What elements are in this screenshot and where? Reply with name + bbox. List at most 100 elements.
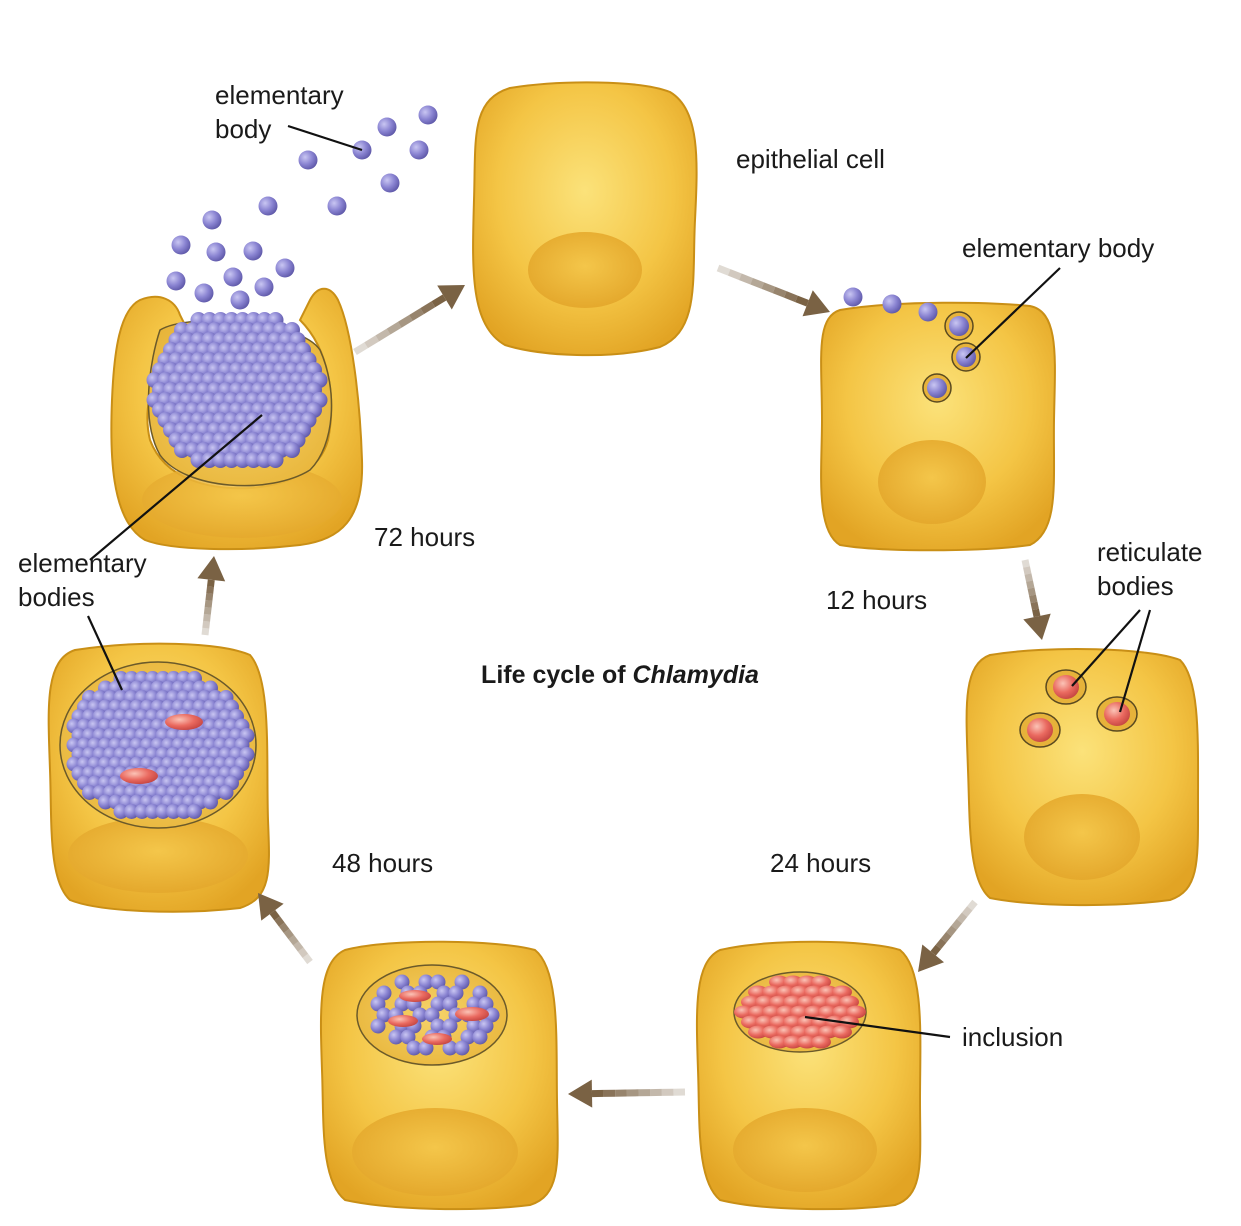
- arrow-head: [258, 893, 284, 921]
- arrow-shaft: [274, 916, 285, 927]
- elementary-body: [275, 258, 295, 278]
- elementary-body: [212, 452, 229, 468]
- arrow-to-packed: [258, 893, 313, 965]
- arrow-shaft: [420, 301, 436, 315]
- reticulate-body: [388, 1015, 418, 1027]
- reticulate-body: [804, 985, 824, 999]
- reticulate-body: [797, 1035, 817, 1049]
- arrow-head: [437, 285, 465, 310]
- reticulate-body: [755, 995, 775, 1009]
- reticulate-body: [748, 985, 768, 999]
- elementary-body: [258, 196, 278, 216]
- reticulate-body: [741, 1015, 761, 1029]
- arrow-to-24h: [1021, 559, 1051, 640]
- reticulate-body: [399, 990, 431, 1002]
- elementary-body: [166, 804, 181, 819]
- arrow-shaft: [203, 613, 211, 622]
- elementary-body: [430, 996, 446, 1012]
- reticulate-body: [783, 975, 803, 989]
- label-reticulate-bodies-2: bodies: [1097, 571, 1174, 601]
- bodies-layer: [66, 105, 1138, 1056]
- elementary-body: [194, 283, 214, 303]
- leader-elementary-body-right: [965, 267, 1061, 359]
- elementary-body: [98, 794, 113, 810]
- nucleus: [528, 232, 642, 308]
- arrow-head: [1023, 613, 1051, 640]
- label-elementary-body-top-1: elementary: [215, 80, 344, 110]
- elementary-body: [327, 196, 347, 216]
- elementary-body: [254, 277, 274, 297]
- arrow-shaft: [961, 906, 973, 918]
- reticulate-body: [825, 995, 845, 1009]
- reticulate-body: [755, 1015, 775, 1029]
- elementary-body: [436, 985, 452, 1001]
- elementary-body: [377, 117, 397, 137]
- elementary-body: [448, 985, 464, 1001]
- title-organism: Chlamydia: [633, 661, 760, 689]
- elementary-body: [478, 996, 494, 1012]
- elementary-body: [430, 974, 446, 990]
- elementary-body: [124, 804, 139, 819]
- arrow-shaft: [967, 899, 978, 911]
- elementary-body: [176, 804, 192, 819]
- arrow-shaft: [207, 579, 215, 588]
- nucleus: [68, 817, 248, 893]
- elementary-body: [174, 442, 190, 458]
- label-reticulate-bodies-1: reticulate: [1097, 537, 1203, 567]
- arrow-shaft: [269, 910, 280, 921]
- arrow-shaft: [279, 922, 290, 933]
- arrow-head: [568, 1079, 593, 1108]
- reticulate-body: [783, 1035, 803, 1049]
- reticulate-body: [769, 975, 789, 989]
- reticulate-body: [811, 975, 831, 989]
- arrow-shaft: [293, 941, 304, 952]
- label-elementary-body-top-2: body: [215, 114, 271, 144]
- reticulate-body: [748, 1005, 768, 1019]
- arrow-shaft: [1029, 594, 1038, 604]
- cell-12-hours: [820, 301, 1056, 552]
- reticulate-body: [741, 995, 761, 1009]
- reticulate-body: [762, 1025, 782, 1039]
- elementary-body: [466, 1018, 482, 1034]
- reticulate-body: [1104, 702, 1130, 726]
- elementary-body: [187, 804, 202, 819]
- arrow-to-epithelial: [353, 285, 465, 355]
- arrow-shaft: [364, 335, 380, 349]
- elementary-body: [218, 785, 234, 800]
- reticulate-body: [455, 1007, 489, 1021]
- arrow-shaft: [1021, 559, 1030, 568]
- reticulate-body: [818, 1005, 838, 1019]
- arrow-to-12h: [716, 264, 830, 317]
- reticulate-body: [1053, 675, 1079, 699]
- arrow-shaft: [297, 947, 309, 958]
- arrow-shaft: [302, 953, 313, 965]
- reticulate-body: [422, 1033, 452, 1045]
- elementary-body: [478, 1018, 494, 1034]
- arrow-shaft: [946, 925, 957, 937]
- arrow-shaft: [935, 938, 947, 950]
- reticulate-body: [811, 1035, 831, 1049]
- elementary-body: [418, 974, 434, 990]
- elementary-body: [418, 105, 438, 125]
- elementary-body: [370, 996, 386, 1012]
- elementary-body: [82, 785, 97, 800]
- reticulate-body: [748, 1025, 768, 1039]
- elementary-body: [843, 287, 863, 307]
- label-elementary-bodies-left-1: elementary: [18, 548, 147, 578]
- elementary-body: [442, 1018, 458, 1034]
- reticulate-body: [783, 995, 803, 1009]
- elementary-body: [370, 1018, 386, 1034]
- arrow-shaft: [761, 282, 776, 294]
- reticulate-body: [790, 1005, 810, 1019]
- arrow-shaft: [206, 586, 214, 595]
- arrow-shaft: [1027, 587, 1036, 597]
- elementary-body: [918, 302, 938, 322]
- elementary-body: [267, 452, 284, 468]
- elementary-body: [882, 294, 902, 314]
- cycle-arrows: [197, 264, 1051, 1108]
- reticulate-body: [783, 1015, 803, 1029]
- arrow-shaft: [795, 295, 809, 307]
- arrow-shaft: [750, 277, 765, 289]
- arrow-shaft: [1026, 580, 1035, 589]
